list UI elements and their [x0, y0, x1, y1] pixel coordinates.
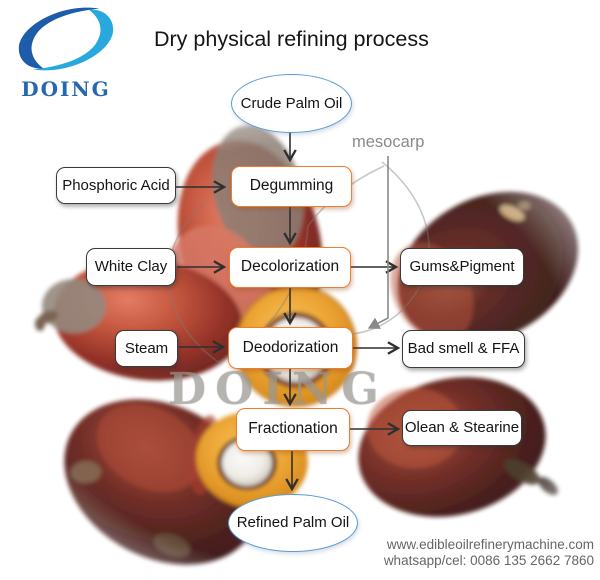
- node-steam: Steam: [115, 330, 178, 367]
- node-degumming: Degumming: [231, 166, 352, 207]
- node-refined-palm-oil: Refined Palm Oil: [228, 494, 358, 552]
- contact-website: www.edibleoilrefinerymachine.com: [386, 537, 594, 552]
- node-crude-palm-oil: Crude Palm Oil: [231, 74, 352, 133]
- contact-info: www.edibleoilrefinerymachine.com whatsap…: [384, 537, 594, 570]
- node-phosphoric-acid: Phosphoric Acid: [56, 167, 176, 204]
- doing-logo: DOING: [10, 4, 122, 101]
- mesocarp-label: mesocarp: [352, 133, 425, 151]
- node-gums-pigment: Gums&Pigment: [400, 248, 524, 286]
- doing-text-watermark: DOING: [168, 364, 388, 415]
- node-deodorization: Deodorization: [228, 327, 353, 369]
- node-olean-stearine: Olean & Stearine: [402, 410, 522, 446]
- node-decolorization: Decolorization: [229, 247, 351, 288]
- doing-logo-icon: [18, 7, 114, 71]
- page-title: Dry physical refining process: [154, 27, 429, 51]
- doing-logo-text: DOING: [21, 77, 111, 101]
- node-fractionation: Fractionation: [236, 408, 350, 451]
- node-white-clay: White Clay: [86, 248, 176, 286]
- contact-phone: whatsapp/cel: 0086 135 2662 7860: [383, 553, 594, 569]
- node-bad-smell-ffa: Bad smell & FFA: [402, 330, 525, 368]
